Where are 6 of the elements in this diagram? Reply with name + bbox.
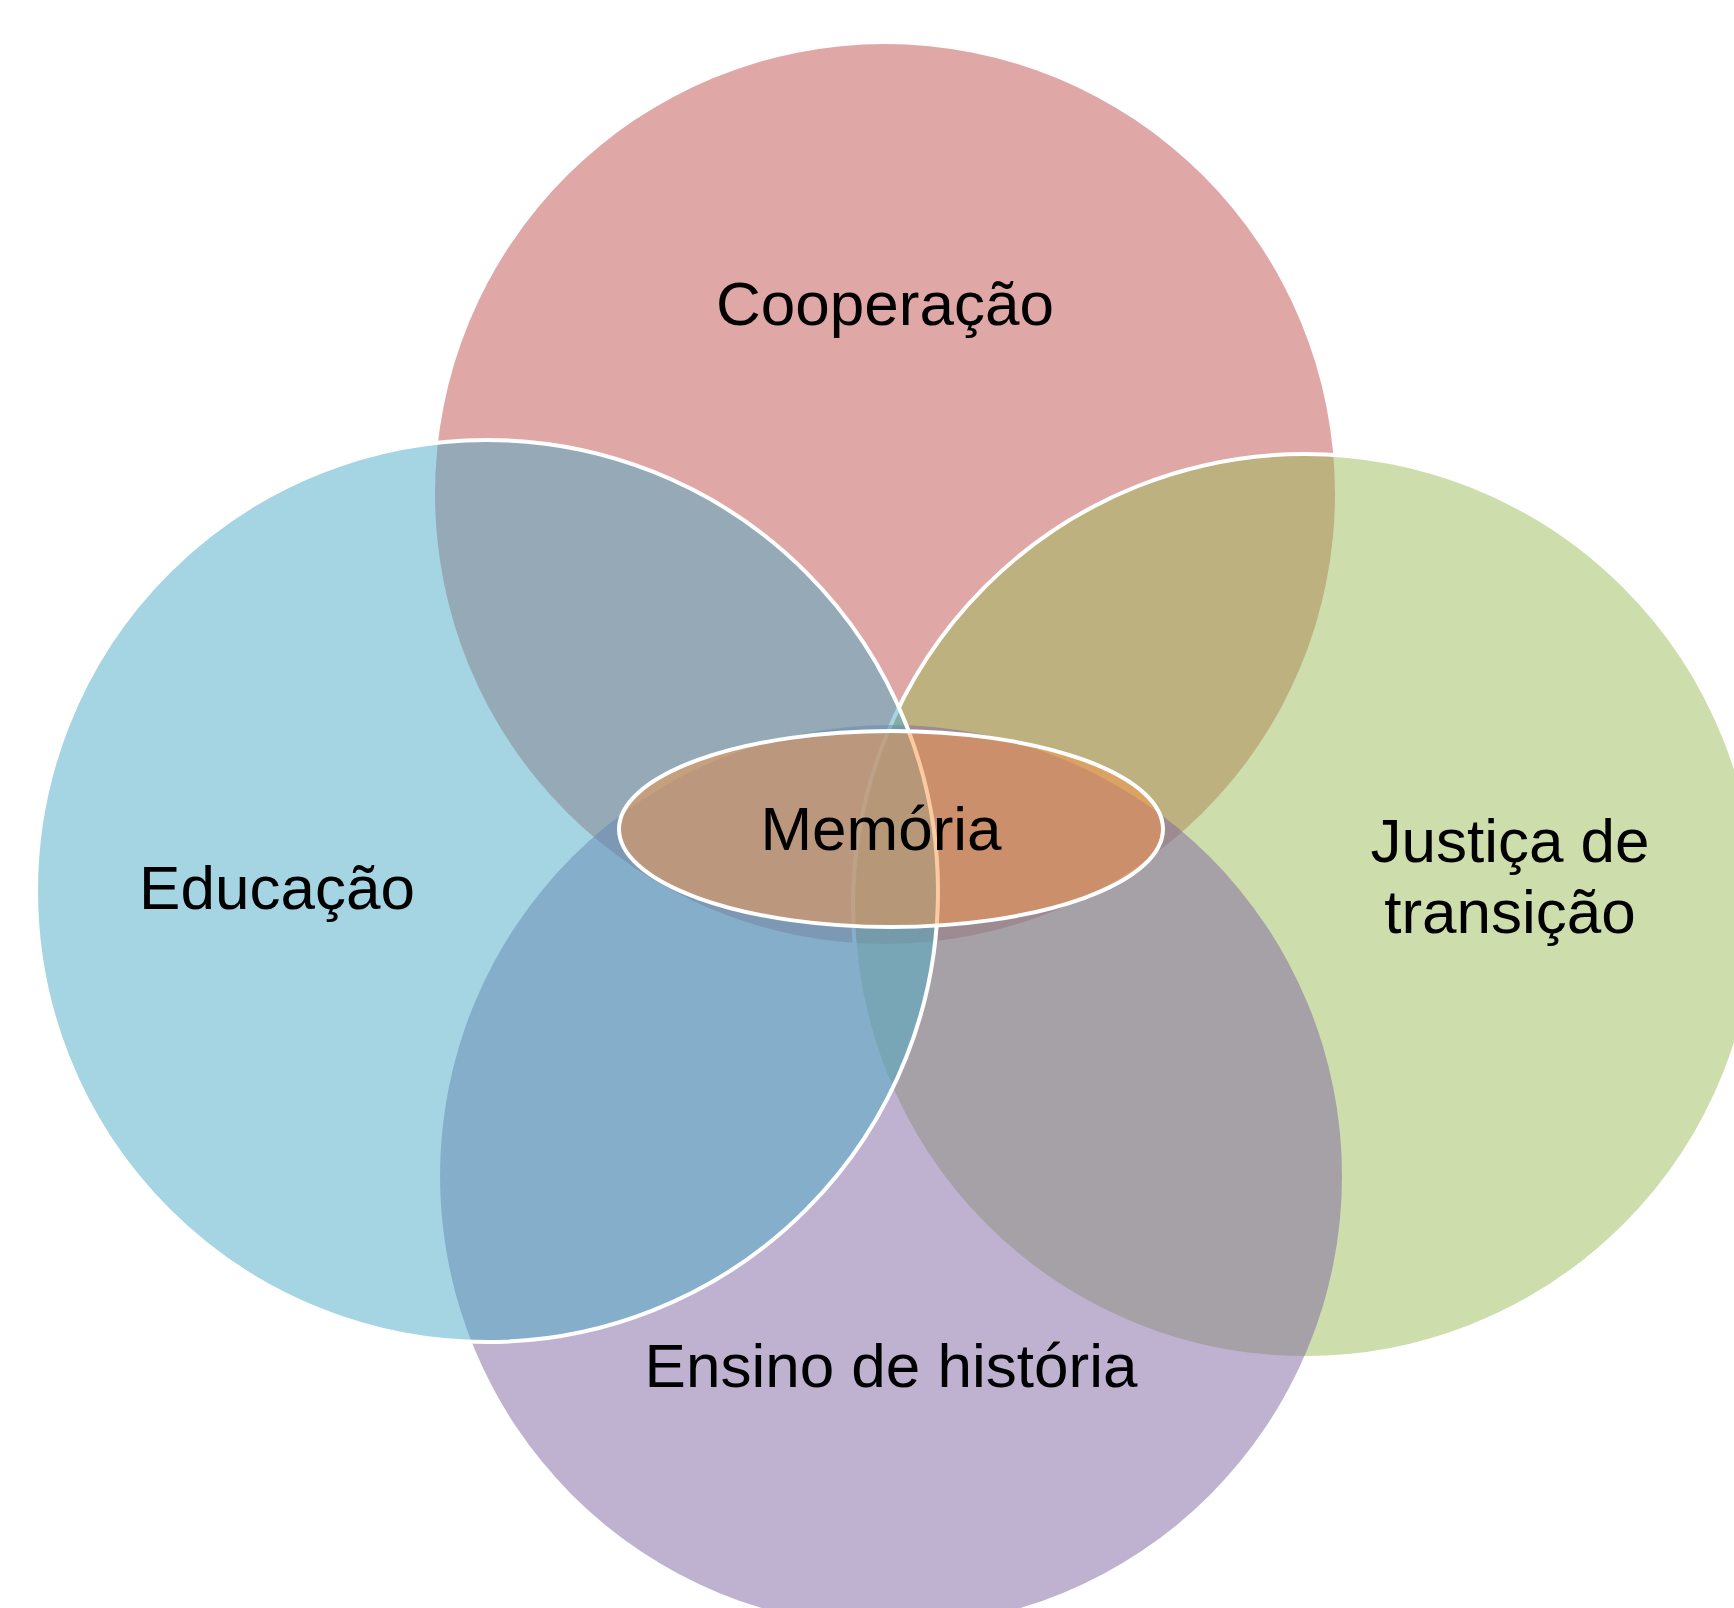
circle-label: Ensino de história	[643, 1330, 1139, 1402]
circle-label: Memória	[759, 793, 1003, 865]
circle-label: Cooperação	[715, 268, 1055, 340]
circle-label: Justiça de transição	[1369, 804, 1651, 948]
circle-label: Educação	[138, 852, 416, 924]
venn-ellipse	[619, 731, 1163, 927]
